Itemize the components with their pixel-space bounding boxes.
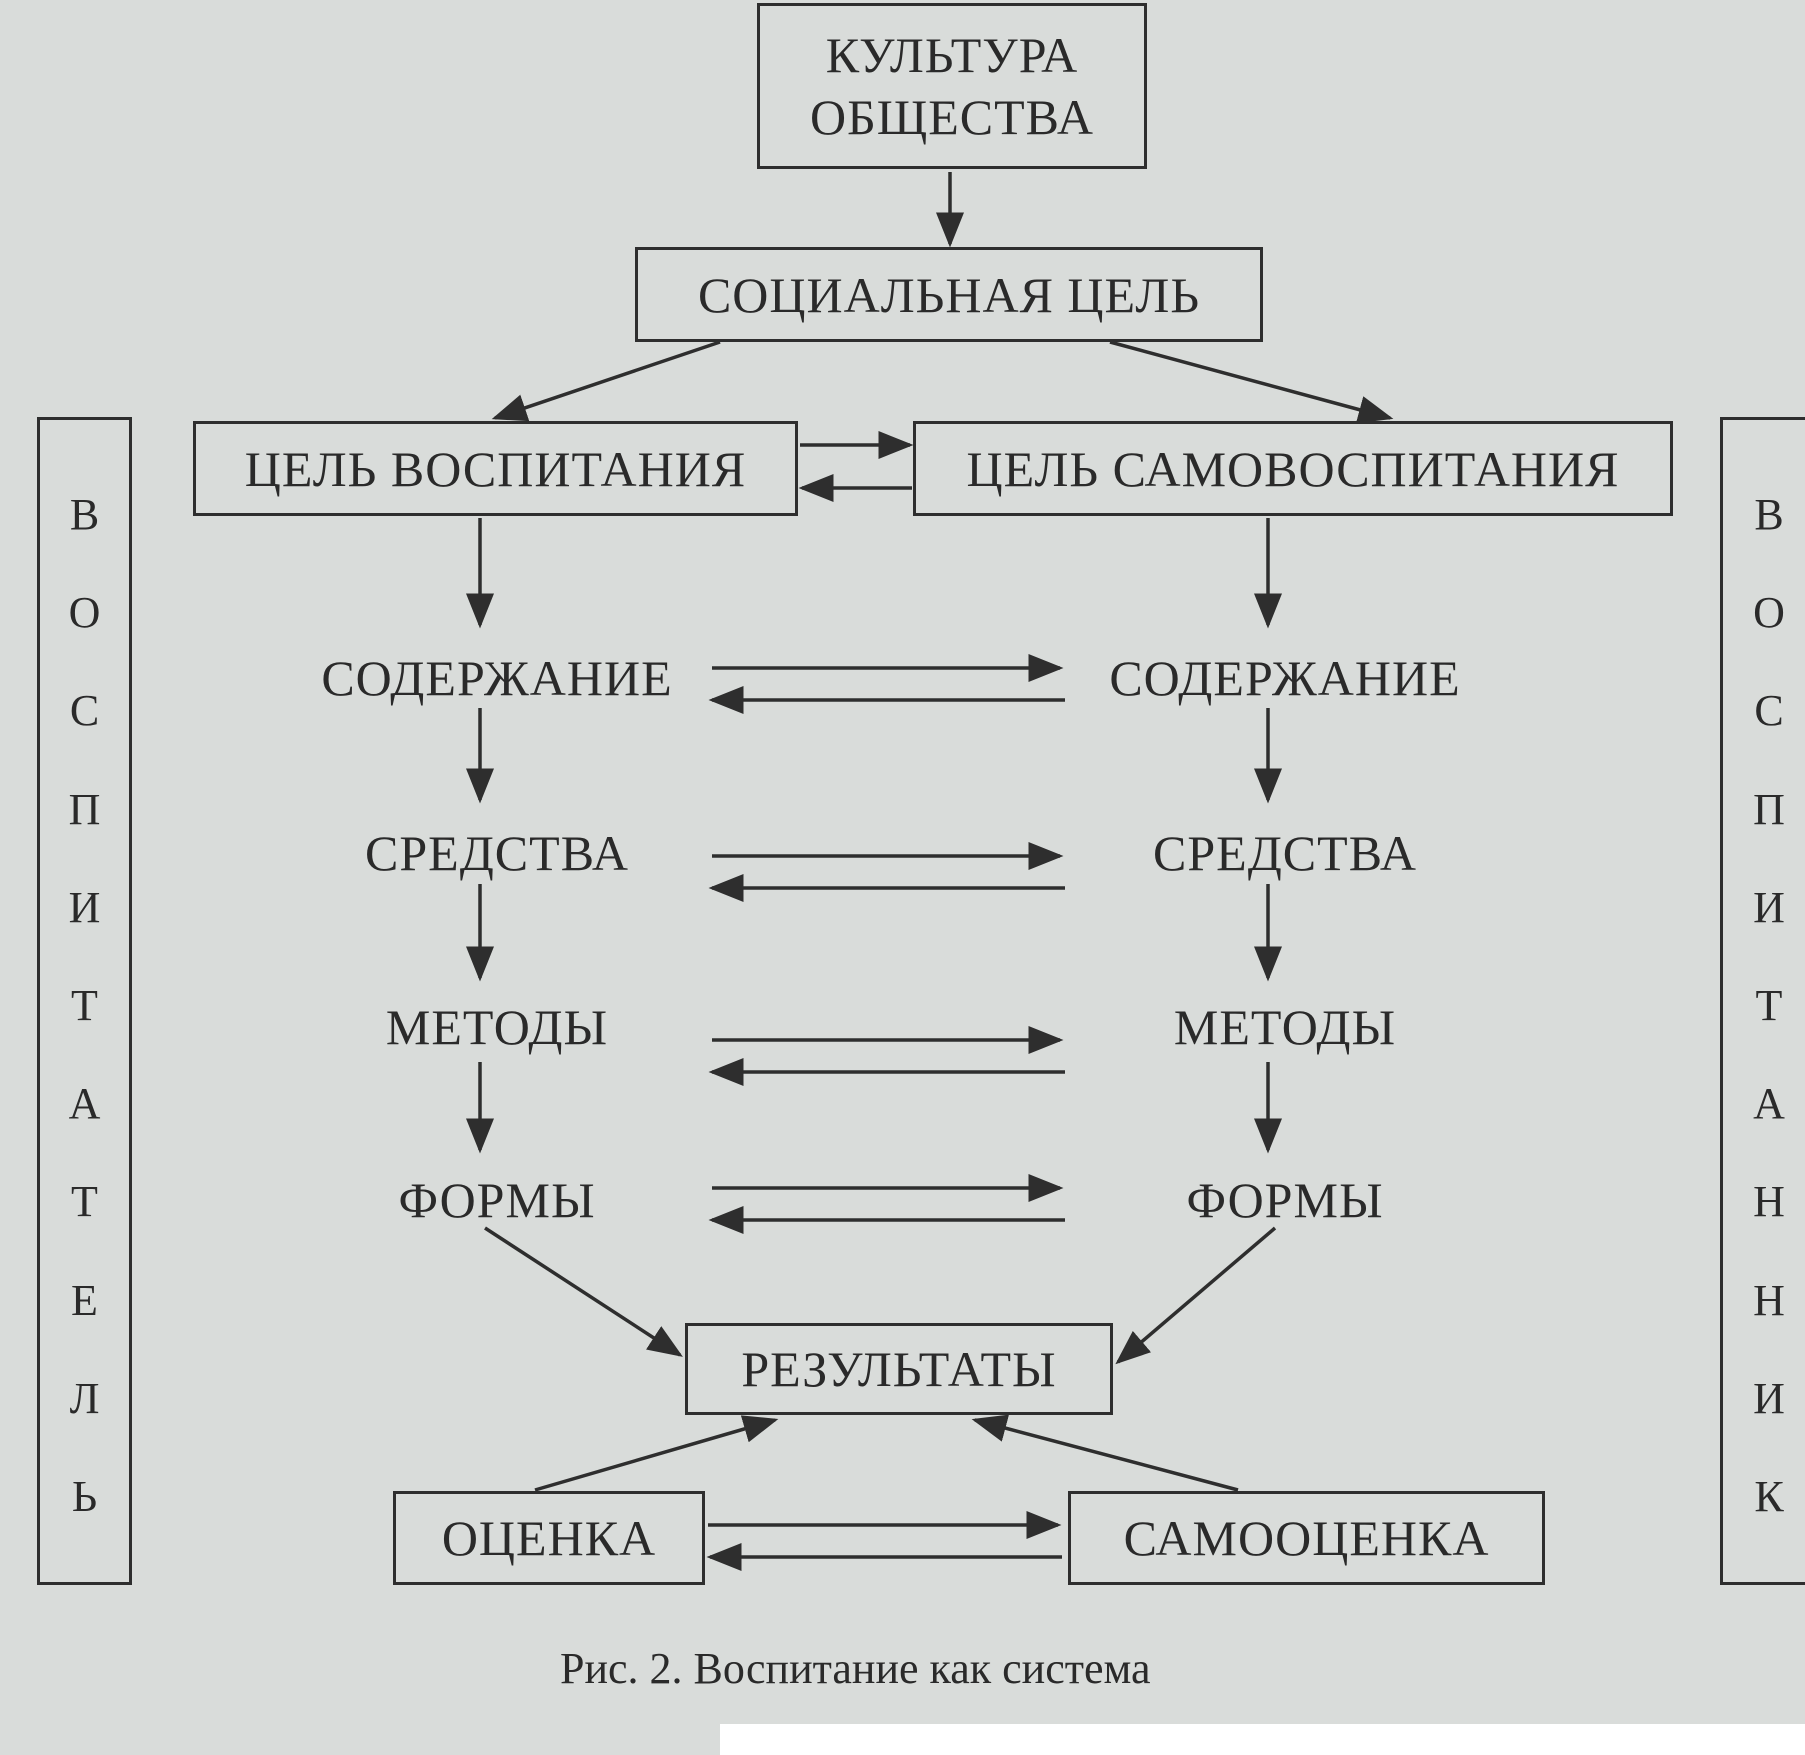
- pupil-vertical-box: В О С П И Т А Н Н И К: [1720, 417, 1805, 1585]
- results-label: РЕЗУЛЬТАТЫ: [741, 1341, 1057, 1397]
- educator-letter: Т: [71, 980, 98, 1030]
- social-goal-box: СОЦИАЛЬНАЯ ЦЕЛЬ: [635, 247, 1263, 342]
- left-forms-label: ФОРМЫ: [398, 1172, 596, 1228]
- pupil-letter: Т: [1755, 980, 1783, 1030]
- educator-letter: С: [69, 686, 100, 736]
- educator-letter: Л: [69, 1373, 100, 1423]
- pupil-letter: С: [1754, 686, 1784, 736]
- pupil-letter: О: [1753, 588, 1785, 638]
- self-upbringing-goal-box: ЦЕЛЬ САМОВОСПИТАНИЯ: [913, 421, 1673, 516]
- social-goal-label: СОЦИАЛЬНАЯ ЦЕЛЬ: [697, 266, 1201, 323]
- right-forms-label: ФОРМЫ: [1186, 1172, 1384, 1228]
- arrow-left-forms-to-results: [484, 1226, 683, 1357]
- results-box: РЕЗУЛЬТАТЫ: [685, 1323, 1113, 1415]
- right-means-label: СРЕДСТВА: [1152, 825, 1418, 881]
- culture-of-society-box: КУЛЬТУРА ОБЩЕСТВА: [757, 3, 1147, 169]
- upbringing-goal-label: ЦЕЛЬ ВОСПИТАНИЯ: [244, 440, 747, 497]
- left-content-label: СОДЕРЖАНИЕ: [321, 650, 673, 706]
- pupil-letter: К: [1754, 1471, 1784, 1521]
- evaluation-box: ОЦЕНКА: [393, 1491, 705, 1585]
- arrow-right-forms-to-results: [1115, 1226, 1277, 1365]
- pupil-letter: А: [1753, 1079, 1785, 1129]
- self-upbringing-goal-label: ЦЕЛЬ САМОВОСПИТАНИЯ: [966, 440, 1620, 497]
- educator-vertical-box: В О С П И Т А Т Е Л Ь: [37, 417, 132, 1585]
- educator-letter: О: [68, 588, 101, 638]
- educator-letter: Е: [71, 1275, 98, 1325]
- left-methods-label: МЕТОДЫ: [385, 999, 609, 1055]
- upbringing-goal-box: ЦЕЛЬ ВОСПИТАНИЯ: [193, 421, 798, 516]
- right-content-label: СОДЕРЖАНИЕ: [1109, 650, 1461, 706]
- arrow-self-evaluation-to-results: [971, 1414, 1239, 1492]
- self-evaluation-label: САМООЦЕНКА: [1123, 1510, 1490, 1566]
- pupil-letter: В: [1754, 490, 1784, 539]
- educator-letter: Т: [71, 1177, 98, 1227]
- evaluation-label: ОЦЕНКА: [441, 1510, 657, 1566]
- pupil-letter: И: [1753, 1373, 1785, 1423]
- figure-caption: Рис. 2. Воспитание как система: [560, 1644, 1151, 1693]
- arrow-social-to-self: [1109, 340, 1394, 424]
- arrow-evaluation-to-results: [534, 1415, 779, 1492]
- scan-edge: [720, 1724, 1805, 1755]
- educator-letter: В: [69, 490, 100, 539]
- pupil-letter: Н: [1753, 1275, 1785, 1325]
- educator-letter: А: [68, 1079, 101, 1129]
- pupil-letter: П: [1753, 784, 1785, 834]
- educator-letter: И: [68, 882, 101, 932]
- self-evaluation-box: САМООЦЕНКА: [1068, 1491, 1545, 1585]
- educator-letter: Ь: [71, 1471, 98, 1521]
- culture-of-society-label: КУЛЬТУРА ОБЩЕСТВА: [809, 27, 1094, 145]
- arrow-social-to-upbringing: [491, 340, 721, 422]
- right-methods-label: МЕТОДЫ: [1173, 999, 1397, 1055]
- educator-letter: П: [68, 784, 101, 834]
- pupil-letter: И: [1753, 882, 1785, 932]
- pupil-letter: Н: [1753, 1177, 1785, 1227]
- left-means-label: СРЕДСТВА: [364, 825, 630, 881]
